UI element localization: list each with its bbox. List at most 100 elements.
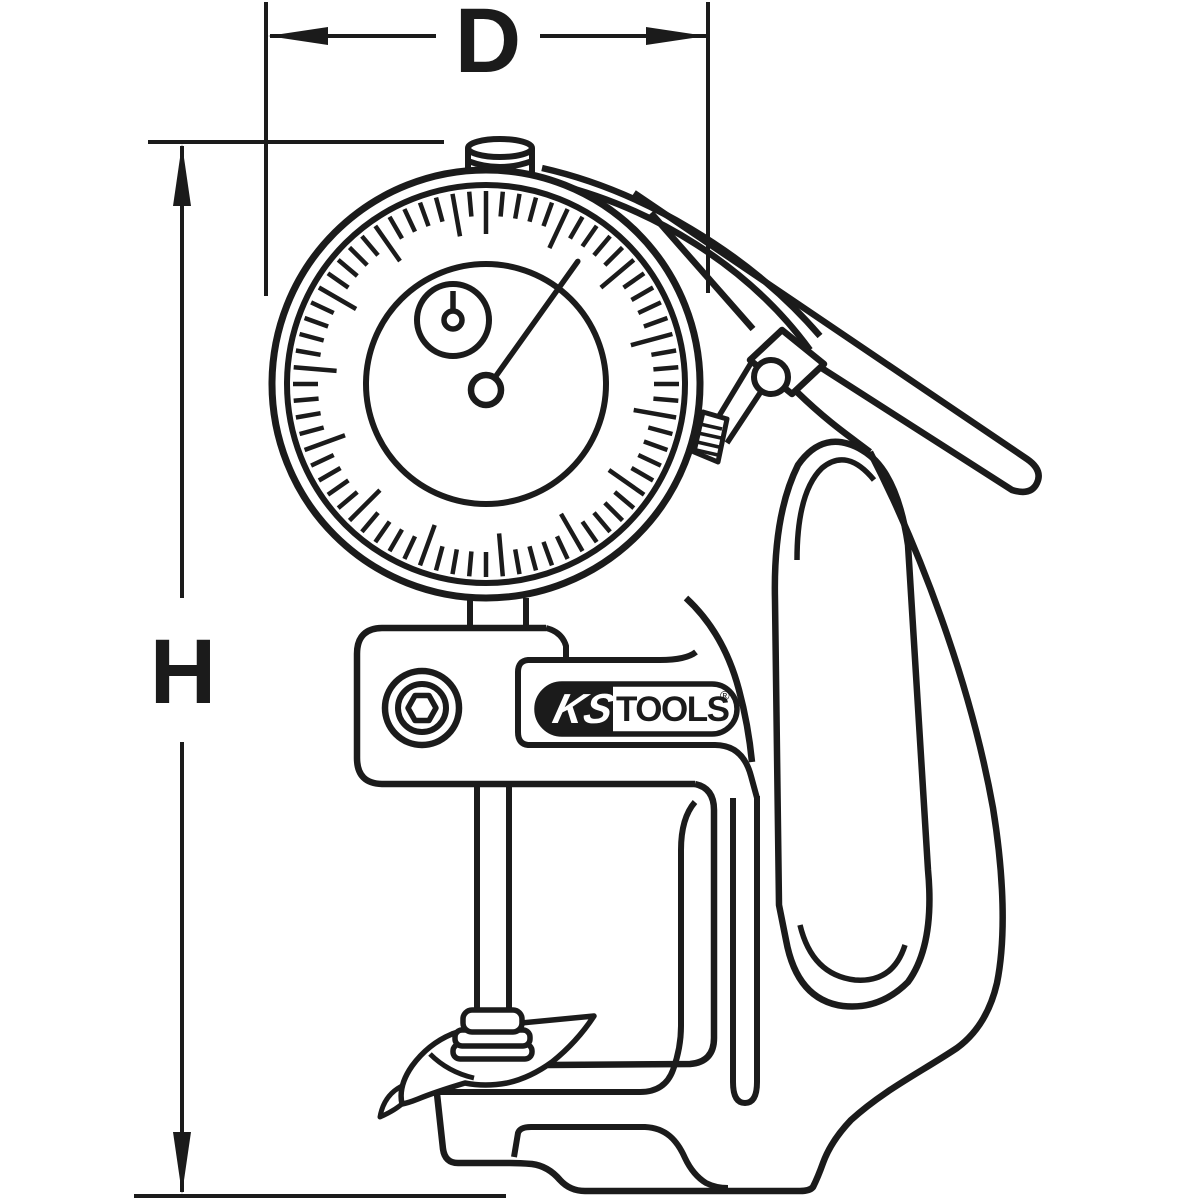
clamp-frame [353, 438, 1006, 1195]
dimension-h: H [134, 140, 506, 1198]
clamp-wedge [691, 409, 730, 465]
dial-tick-minor [554, 535, 570, 560]
knob-top-cap [465, 136, 535, 160]
h-label: H [150, 621, 216, 723]
logo-plate [515, 649, 760, 799]
dial-tick-minor [637, 452, 662, 468]
dial-tick-minor [592, 511, 612, 534]
clamp-lever [632, 190, 1042, 496]
dial-tick-major [559, 512, 585, 553]
anvil-disc-upper [460, 1007, 525, 1035]
dial-tick-minor [295, 348, 321, 358]
dial-tick-minor [387, 215, 404, 240]
dial-tick-minor [630, 285, 655, 302]
dial-tick-minor [360, 511, 380, 534]
subdial-hub [441, 308, 465, 332]
workpiece-fold-line [428, 1052, 475, 1081]
handle-and-foot-outline [433, 450, 1006, 1195]
dial-tick-minor [498, 191, 506, 217]
dial-tick-minor [360, 234, 380, 257]
dial-tick-minor [326, 478, 350, 497]
dial-tick-minor [527, 545, 539, 571]
dial-tick-minor [603, 501, 625, 523]
dial-tick-minor [622, 271, 646, 290]
dial-tick-major [303, 433, 346, 453]
dial-tick-minor [630, 466, 655, 483]
dial-tick-major [599, 258, 636, 290]
dial-tick-major [547, 208, 570, 250]
dial-tick-major [450, 193, 463, 237]
needle-hub [467, 371, 505, 409]
dial-tick-minor [310, 452, 335, 468]
throat-chamfer [437, 800, 698, 1095]
handle-cutout-chamfer-bottom [797, 924, 908, 983]
logo-tools-text: TOOLS [616, 690, 729, 729]
dial-tick-minor [613, 490, 636, 510]
lever-pivot-block [746, 326, 828, 398]
dial-face [268, 166, 704, 602]
d-arrowhead-left [268, 27, 328, 45]
dial-tick-minor [512, 549, 522, 575]
dial-tick-minor [387, 528, 404, 553]
dial-tick-minor [326, 271, 350, 290]
dial-tick-minor [299, 425, 325, 437]
hex-socket-screw [381, 667, 463, 749]
knob-lower-lip [466, 158, 534, 170]
dial-tick-minor [295, 410, 321, 420]
dial-tick-minor [347, 245, 369, 267]
lever-arm-inner-edge [648, 210, 756, 332]
dial-tick-major [293, 364, 337, 374]
logo-ks-text: KS [549, 686, 619, 733]
dial-tick-minor [303, 315, 329, 329]
logo-pill-black-segment [537, 684, 613, 734]
dial-tick-minor [433, 545, 445, 571]
dial-tick-major [417, 524, 437, 567]
dial-tick-major [607, 468, 646, 497]
dial-tick-minor [541, 201, 555, 227]
dial-tick-minor [450, 549, 460, 575]
dimension-d: D [264, 0, 710, 296]
dial-tick-major [630, 331, 673, 348]
foot-ledge [511, 1124, 729, 1191]
pivot-screw [751, 357, 791, 397]
dial-tick-minor [592, 234, 612, 257]
dial-tick-minor [580, 224, 599, 248]
dial-tick-minor [651, 348, 677, 358]
bezel-inner-circle [284, 182, 688, 586]
dial-tick-minor [373, 520, 392, 544]
head-block [353, 624, 695, 788]
dial-tick-minor [541, 541, 555, 567]
dial-tick-minor [336, 490, 359, 510]
dial-tick-minor [402, 208, 418, 233]
dial-tick-major [496, 533, 506, 577]
dial-tick-minor [653, 396, 679, 404]
dial-tick-minor [433, 197, 445, 223]
dial-tick-minor [299, 331, 325, 343]
bezel-stem [467, 598, 529, 630]
dial-tick-minor [310, 300, 335, 316]
dial-tick-minor [647, 425, 673, 437]
dial-knob [465, 136, 535, 176]
dial-tick-minor [568, 215, 585, 240]
main-needle [483, 258, 581, 393]
dial-tick-minor [402, 535, 418, 560]
d-arrowhead-right [646, 27, 706, 45]
frame-neck-outer [683, 595, 756, 763]
pivot-link-upper [716, 361, 754, 418]
frame-slot [730, 796, 760, 1106]
throat-opening [547, 780, 718, 1069]
dial-tick-minor [466, 191, 474, 217]
wedge-knurling [695, 422, 723, 457]
tick-marks [293, 191, 679, 577]
hex-socket [405, 692, 439, 724]
logo-registered-mark: ® [720, 688, 730, 703]
dial-tick-minor [417, 201, 431, 227]
d-label: D [455, 0, 521, 92]
handle-cutout-chamfer-top [794, 457, 877, 561]
dial-tick-minor [643, 439, 669, 453]
dial-tick-major [373, 224, 402, 263]
dial-tick-minor [512, 193, 522, 219]
dial-tick-major [317, 285, 358, 311]
workpiece-and-anvil [377, 1007, 597, 1120]
